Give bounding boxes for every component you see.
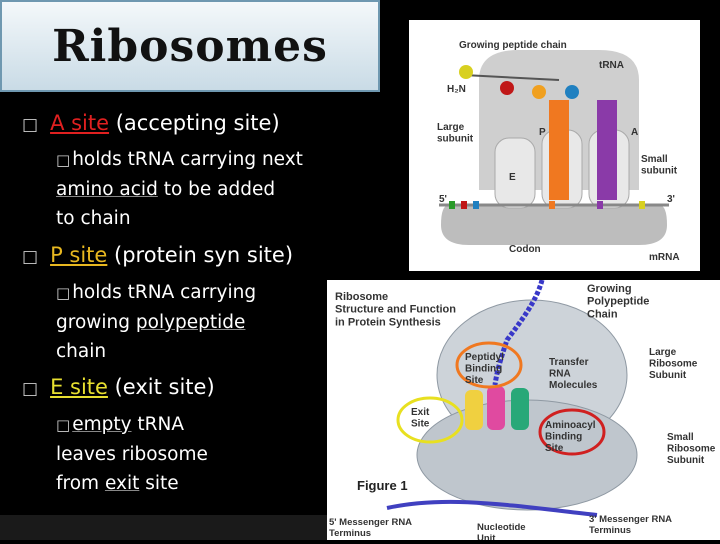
peptidyl-site-circle xyxy=(455,341,523,389)
amino-acid-red xyxy=(500,81,514,95)
footer-bar xyxy=(0,515,327,540)
small-subunit-shape xyxy=(441,205,667,245)
amino-acid-link[interactable]: amino acid xyxy=(56,179,158,200)
peptide-chain xyxy=(463,74,560,81)
label-figure: Figure 1 xyxy=(357,478,408,493)
codon-mark xyxy=(597,201,603,209)
amino-acid-orange xyxy=(532,85,546,99)
a-sub-line3: to chain xyxy=(56,208,131,229)
trna-green xyxy=(511,388,529,430)
sub-bullet-icon: □ xyxy=(56,284,71,302)
label-5-prime: 5' xyxy=(439,194,447,205)
trna-yellow xyxy=(465,390,483,430)
e-sub-line3: from xyxy=(56,473,105,494)
bullet-box-icon: □ xyxy=(22,247,39,267)
sub-bullet-icon: □ xyxy=(56,151,71,169)
mrna-strand xyxy=(386,499,598,517)
p-site-desc: (protein syn site) xyxy=(107,243,294,267)
e-sub-line1: tRNA xyxy=(131,414,185,435)
a-sub-line1: holds tRNA carrying next xyxy=(72,149,303,170)
trna-purple xyxy=(597,100,617,200)
amino-acid-blue xyxy=(565,85,579,99)
bullet-box-icon: □ xyxy=(22,379,39,399)
amino-acid-yellow xyxy=(459,65,473,79)
label-p: P xyxy=(539,127,546,138)
exit-site-circle xyxy=(396,396,464,444)
codon-mark xyxy=(449,201,455,209)
empty-link[interactable]: empty xyxy=(72,414,132,435)
codon-mark xyxy=(549,201,555,209)
codon-mark xyxy=(473,201,479,209)
label-mrna: mRNA xyxy=(649,252,680,263)
a-site-sub: □holds tRNA carrying next amino acid to … xyxy=(56,145,336,233)
aminoacyl-site-circle xyxy=(538,408,606,456)
label-3-prime: 3' xyxy=(667,194,675,205)
codon-mark xyxy=(639,201,645,209)
bullet-p-site: □ P site (protein syn site) xyxy=(22,243,293,267)
label-growing-chain: Growing peptide chain xyxy=(459,40,567,51)
label-h2n: H₂N xyxy=(447,84,466,95)
e-site-sub: □empty tRNA leaves ribosome from exit si… xyxy=(56,410,336,498)
a-site-desc: (accepting site) xyxy=(109,111,280,135)
sub-bullet-icon: □ xyxy=(56,416,71,434)
polypeptide-link[interactable]: polypeptide xyxy=(135,312,246,333)
p-site-link[interactable]: P site xyxy=(50,243,108,267)
bullet-box-icon: □ xyxy=(22,115,39,135)
trna-pink xyxy=(487,386,505,430)
bullet-e-site: □ E site (exit site) xyxy=(22,375,215,399)
codon-mark xyxy=(461,201,467,209)
e-sub-line4: site xyxy=(139,473,179,494)
e-sub-line2: leaves ribosome xyxy=(56,444,208,465)
e-lobe xyxy=(494,137,536,209)
p-sub-line1: holds tRNA carrying xyxy=(72,282,257,303)
p-sub-line3: chain xyxy=(56,341,107,362)
e-site-desc: (exit site) xyxy=(107,375,215,399)
trna-orange xyxy=(549,100,569,200)
e-site-link[interactable]: E site xyxy=(50,375,108,399)
p-sub-line2: growing xyxy=(56,312,136,333)
a-sub-line2: to be added xyxy=(157,179,276,200)
slide-title: Ribosomes xyxy=(52,20,328,72)
p-site-sub: □holds tRNA carrying growing polypeptide… xyxy=(56,278,336,366)
polypeptide-chain xyxy=(492,279,545,386)
bullet-a-site: □ A site (accepting site) xyxy=(22,111,280,135)
label-e: E xyxy=(509,172,516,183)
a-site-link[interactable]: A site xyxy=(50,111,110,135)
label-trna: tRNA xyxy=(599,60,624,71)
label-codon: Codon xyxy=(509,244,541,255)
label-a: A xyxy=(631,127,638,138)
title-box: Ribosomes xyxy=(0,0,380,92)
exit-link[interactable]: exit xyxy=(104,473,140,494)
